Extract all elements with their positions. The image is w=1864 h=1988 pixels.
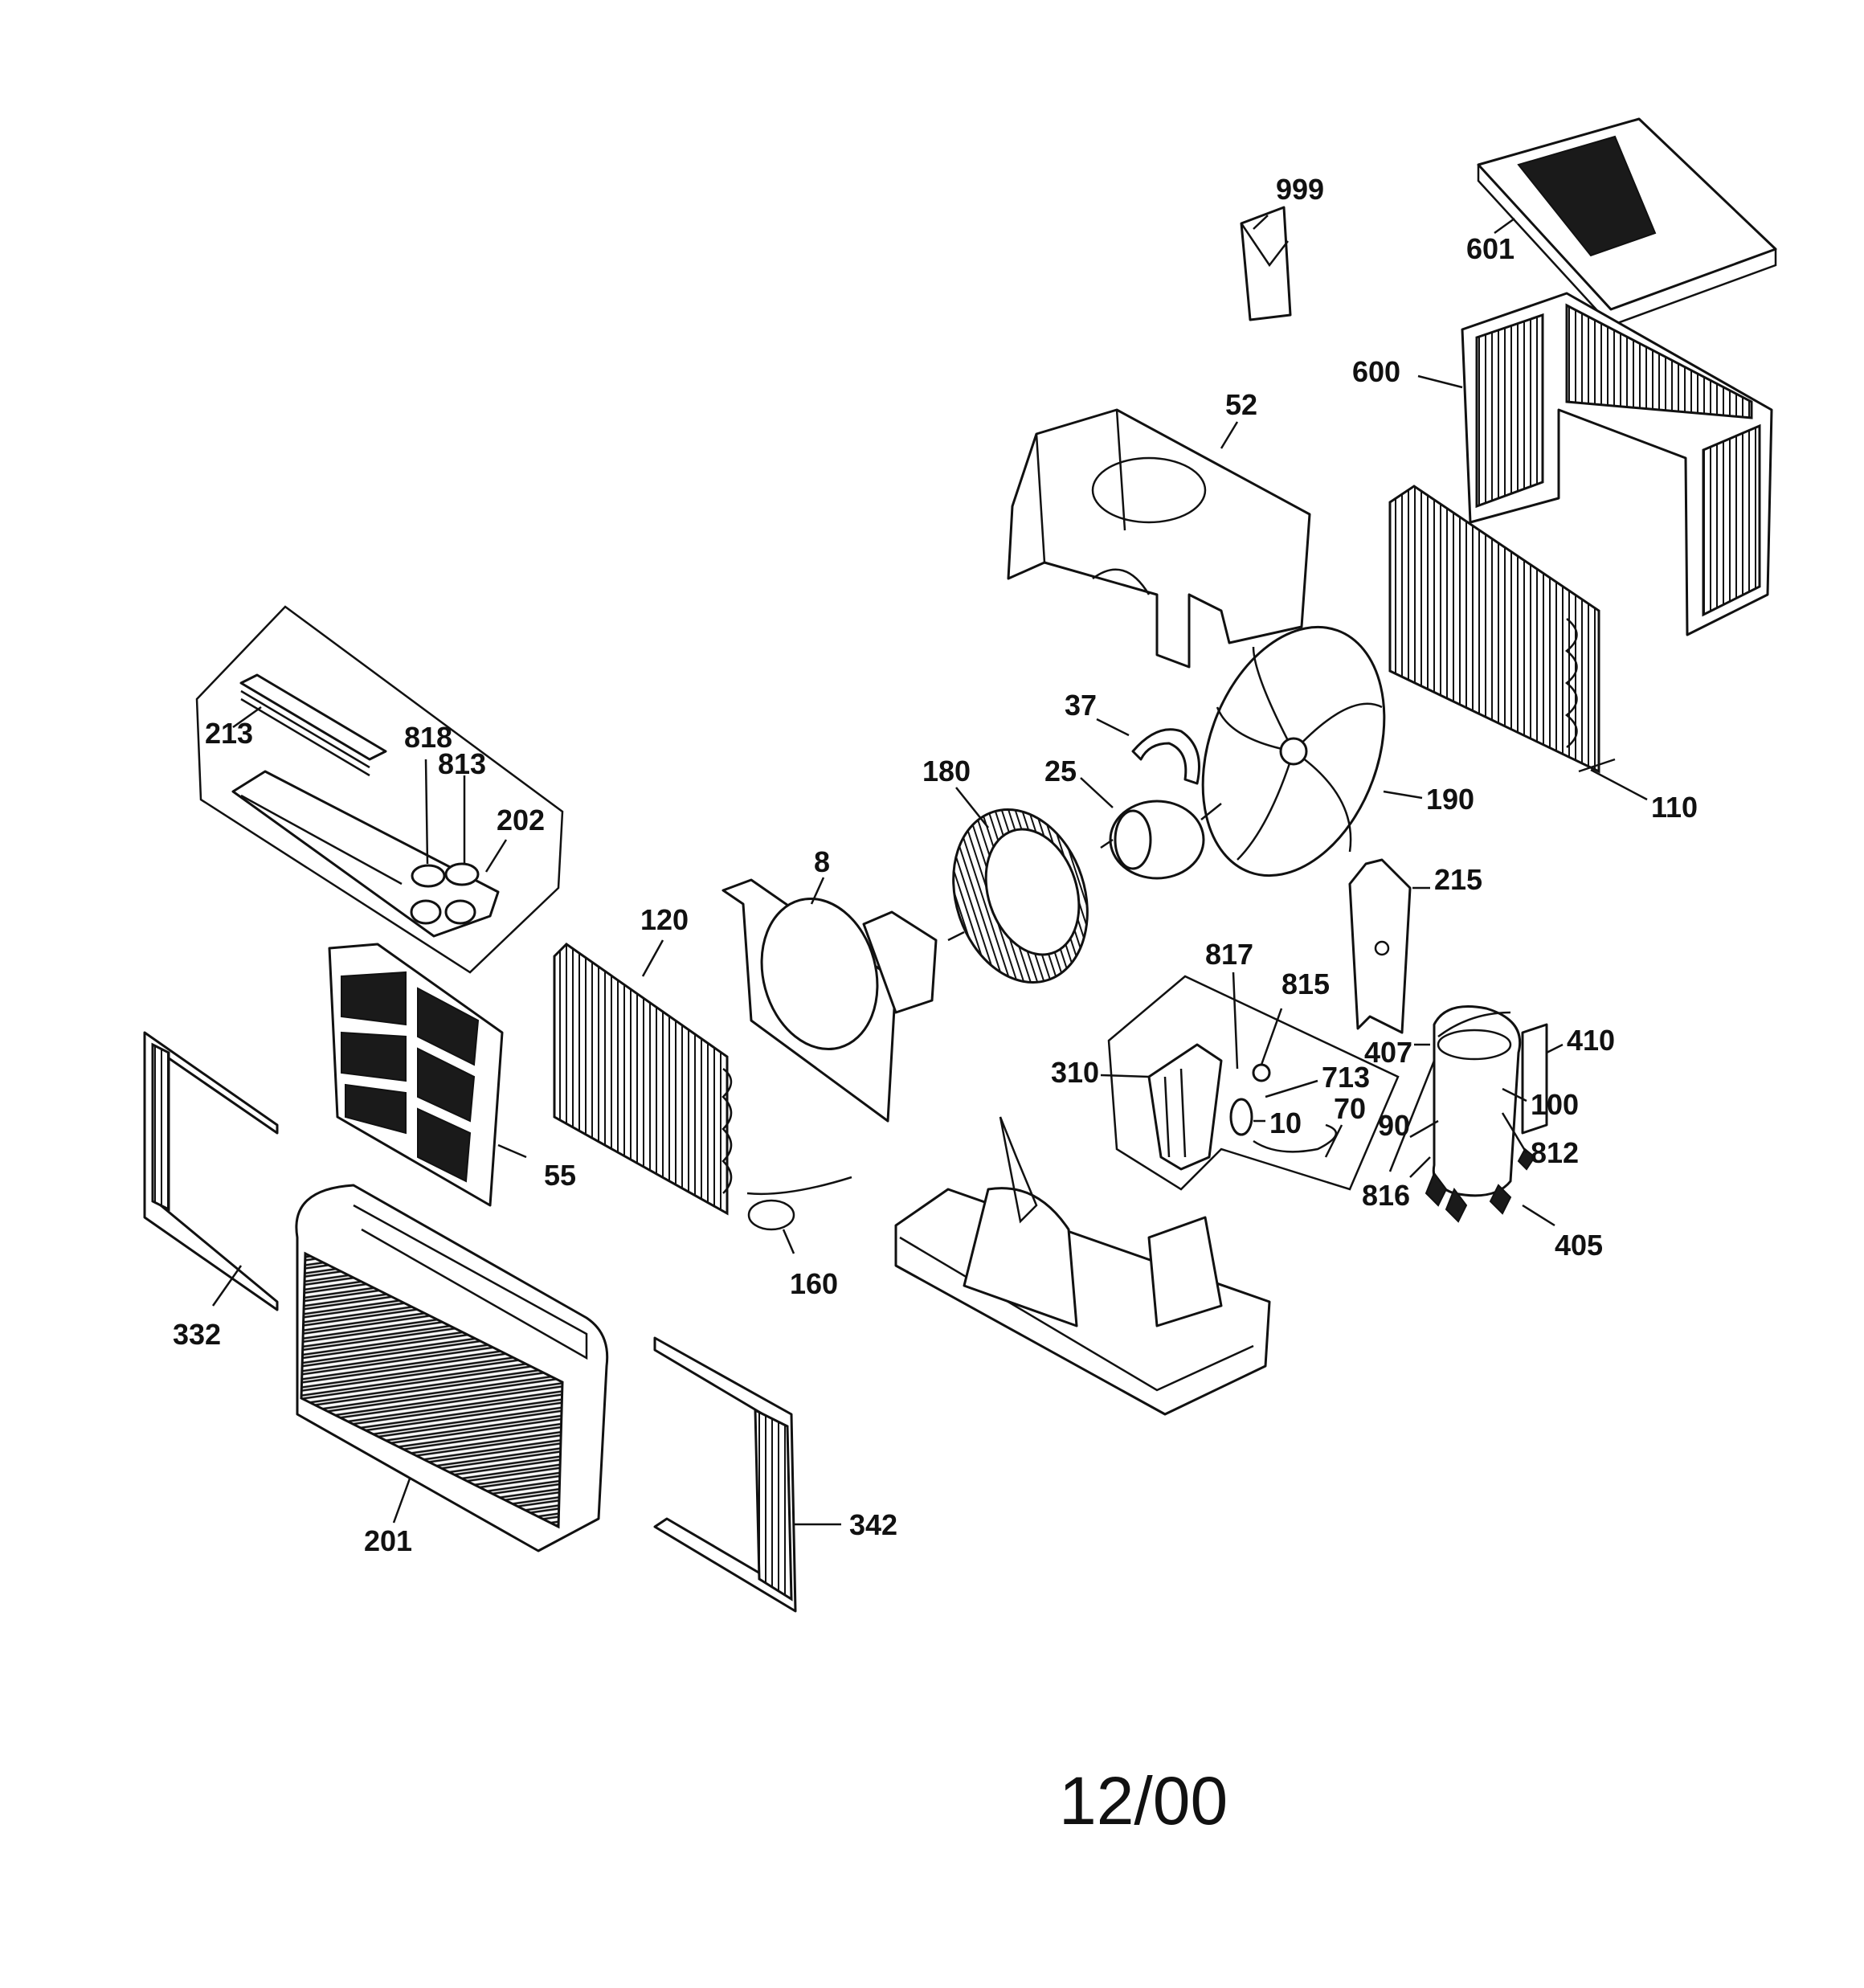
label-713: 713 (1322, 1061, 1370, 1094)
part-labels: 999 601 600 52 110 190 37 25 180 213 818… (173, 173, 1698, 1557)
label-405: 405 (1555, 1229, 1603, 1262)
part-215-bracket (1348, 858, 1412, 1034)
part-25-fan-motor (1100, 800, 1222, 880)
label-601: 601 (1466, 232, 1514, 265)
part-201-front-grille (295, 1184, 609, 1552)
part-332-left-curtain (143, 1031, 279, 1311)
label-818: 818 (404, 721, 452, 754)
part-37-motor-mount (1131, 728, 1200, 785)
label-120: 120 (640, 903, 689, 936)
label-70: 70 (1334, 1092, 1366, 1125)
label-600: 600 (1352, 355, 1400, 388)
part-310-control-box-group (1107, 975, 1400, 1191)
label-813: 813 (438, 747, 486, 780)
label-342: 342 (849, 1508, 897, 1541)
label-110: 110 (1651, 791, 1698, 824)
label-816: 816 (1362, 1179, 1410, 1212)
part-52-shroud (1007, 408, 1311, 669)
label-201: 201 (364, 1524, 412, 1557)
date-code: 12/00 (1059, 1763, 1228, 1839)
label-55: 55 (544, 1159, 576, 1192)
label-407: 407 (1364, 1036, 1412, 1069)
label-815: 815 (1282, 967, 1330, 1000)
label-100: 100 (1531, 1088, 1579, 1121)
part-202-control-panel-group (195, 605, 564, 974)
label-817: 817 (1205, 938, 1253, 971)
part-600-cabinet (1461, 292, 1773, 636)
part-base-pan (894, 1116, 1271, 1416)
label-999: 999 (1276, 173, 1324, 206)
label-90: 90 (1378, 1109, 1410, 1142)
part-8-orifice-plate (721, 878, 938, 1123)
part-180-blower-wheel (947, 808, 1089, 984)
label-8: 8 (814, 845, 830, 878)
part-110-condenser (1388, 485, 1616, 774)
part-999-manual (1240, 206, 1292, 321)
label-310: 310 (1051, 1056, 1099, 1089)
label-812: 812 (1531, 1136, 1579, 1169)
leader-lines (211, 215, 1648, 1526)
part-190-fan-blade (1201, 625, 1386, 877)
label-37: 37 (1065, 689, 1097, 722)
label-190: 190 (1426, 783, 1474, 816)
label-180: 180 (922, 755, 971, 787)
label-10: 10 (1269, 1106, 1302, 1139)
part-342-right-curtain (653, 1336, 797, 1613)
part-100-compressor (1409, 1005, 1548, 1223)
part-601-top-cover (1477, 117, 1777, 327)
label-25: 25 (1044, 755, 1077, 787)
part-55-filter (328, 943, 504, 1207)
label-52: 52 (1225, 388, 1257, 421)
label-332: 332 (173, 1318, 221, 1351)
label-213: 213 (205, 717, 253, 750)
label-160: 160 (790, 1267, 838, 1300)
label-410: 410 (1567, 1024, 1615, 1057)
part-160-capillary (746, 1176, 852, 1231)
label-215: 215 (1434, 863, 1482, 896)
label-202: 202 (497, 804, 545, 837)
part-120-evaporator (553, 943, 733, 1216)
